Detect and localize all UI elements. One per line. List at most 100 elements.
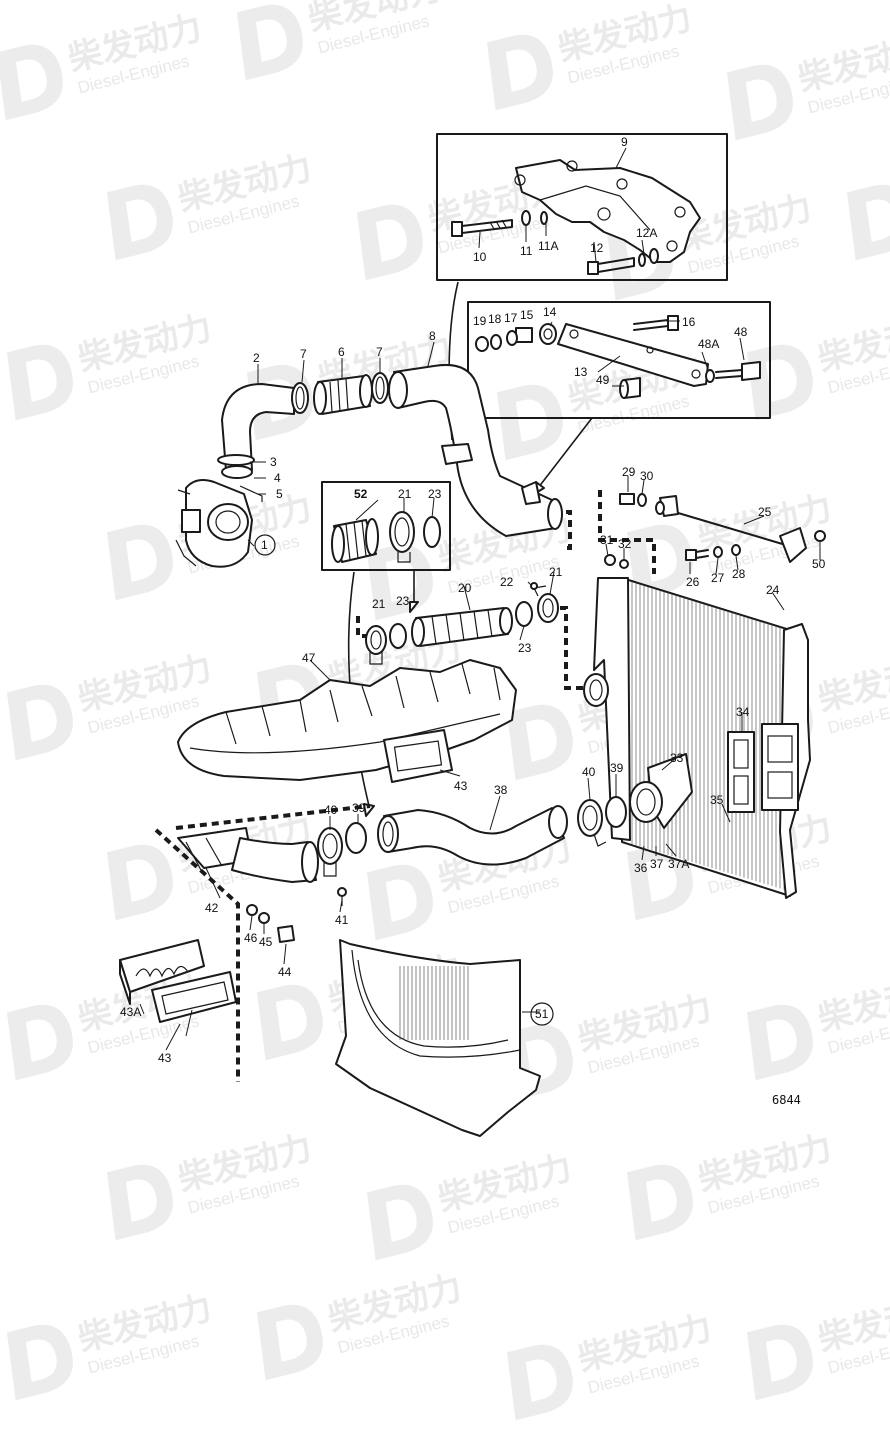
support-rod-25	[604, 493, 826, 569]
d-logo-icon	[366, 1184, 433, 1261]
inset-box-sleeve	[321, 481, 451, 571]
cover-43A	[119, 939, 237, 1023]
callout-37: 37	[650, 857, 664, 871]
turbo-assembly	[175, 383, 295, 568]
d-logo-icon	[506, 704, 573, 781]
dashed-connections	[154, 490, 656, 1082]
intake-manifold-47	[177, 659, 517, 783]
callout-12a: 12A	[636, 226, 657, 240]
callout-42: 42	[205, 901, 219, 915]
callout-31: 31	[600, 533, 614, 547]
callout-21-right: 21	[549, 565, 563, 579]
callout-13: 13	[574, 365, 588, 379]
intercooler-24	[583, 577, 811, 899]
callout-35: 35	[710, 793, 724, 807]
pipe-38-assembly	[317, 796, 627, 877]
callout-1: 1	[261, 538, 268, 552]
callout-19: 19	[473, 314, 487, 328]
d-logo-icon	[106, 844, 173, 921]
callout-15: 15	[520, 308, 534, 322]
callout-40-left: 40	[324, 803, 338, 817]
bracket-9	[515, 159, 701, 263]
callout-18: 18	[488, 312, 502, 326]
callout-37a: 37A	[668, 857, 689, 871]
d-logo-icon	[496, 384, 563, 461]
d-logo-icon	[626, 1164, 693, 1241]
d-logo-icon	[106, 524, 173, 601]
callout-21-inset: 21	[398, 487, 412, 501]
callout-23-right: 23	[518, 641, 532, 655]
d-logo-icon	[6, 344, 73, 421]
callout-50: 50	[812, 557, 826, 571]
callout-43a: 43A	[120, 1005, 141, 1019]
radiator-51	[335, 939, 541, 1137]
callout-3: 3	[270, 455, 277, 469]
callout-labels: 9 10 11 11A 12 12A 13 14 15 16 17 18 19 …	[120, 135, 826, 1107]
callout-27: 27	[711, 571, 725, 585]
callout-23-inset: 23	[428, 487, 442, 501]
d-logo-icon	[626, 524, 693, 601]
callout-21-left: 21	[372, 597, 386, 611]
callout-29: 29	[622, 465, 636, 479]
d-logo-icon	[256, 984, 323, 1061]
callout-7-left: 7	[300, 347, 307, 361]
d-logo-icon	[0, 44, 63, 121]
drawing-reference: 6844	[772, 1093, 801, 1107]
callout-40-right: 40	[582, 765, 596, 779]
bolt-12	[587, 261, 599, 275]
bolt-10	[451, 221, 463, 237]
d-logo-icon	[366, 864, 433, 941]
callout-26: 26	[686, 575, 700, 589]
callout-48a: 48A	[698, 337, 719, 351]
d-logo-icon	[846, 184, 890, 261]
d-logo-icon	[106, 1164, 173, 1241]
hose-connector-6	[291, 372, 389, 415]
callout-46: 46	[244, 931, 258, 945]
callout-33: 33	[670, 751, 684, 765]
callout-49: 49	[596, 373, 610, 387]
d-logo-icon	[6, 1004, 73, 1081]
callout-9: 9	[621, 135, 628, 149]
callout-5: 5	[276, 487, 283, 501]
callout-38: 38	[494, 783, 508, 797]
d-logo-icon	[626, 844, 693, 921]
callout-30: 30	[640, 469, 654, 483]
callout-6: 6	[338, 345, 345, 359]
callout-45: 45	[259, 935, 273, 949]
callout-14: 14	[543, 305, 557, 319]
d-logo-icon	[236, 4, 303, 81]
d-logo-icon	[746, 344, 813, 421]
callout-2: 2	[253, 351, 260, 365]
callout-36: 36	[634, 861, 648, 875]
callout-10: 10	[473, 250, 487, 264]
inset-box-plate	[467, 301, 771, 419]
callout-41: 41	[335, 913, 349, 927]
callout-43-manifold: 43	[454, 779, 468, 793]
callout-20: 20	[458, 581, 472, 595]
callout-34: 34	[736, 705, 750, 719]
callout-12: 12	[590, 241, 604, 255]
callout-24: 24	[766, 583, 780, 597]
callout-51: 51	[535, 1007, 549, 1021]
d-logo-icon	[746, 1004, 813, 1081]
inset-box-bracket	[436, 133, 728, 281]
d-logo-icon	[726, 64, 793, 141]
d-logo-icon	[486, 34, 553, 111]
callout-11a: 11A	[538, 239, 558, 253]
callout-23-left: 23	[396, 594, 410, 608]
